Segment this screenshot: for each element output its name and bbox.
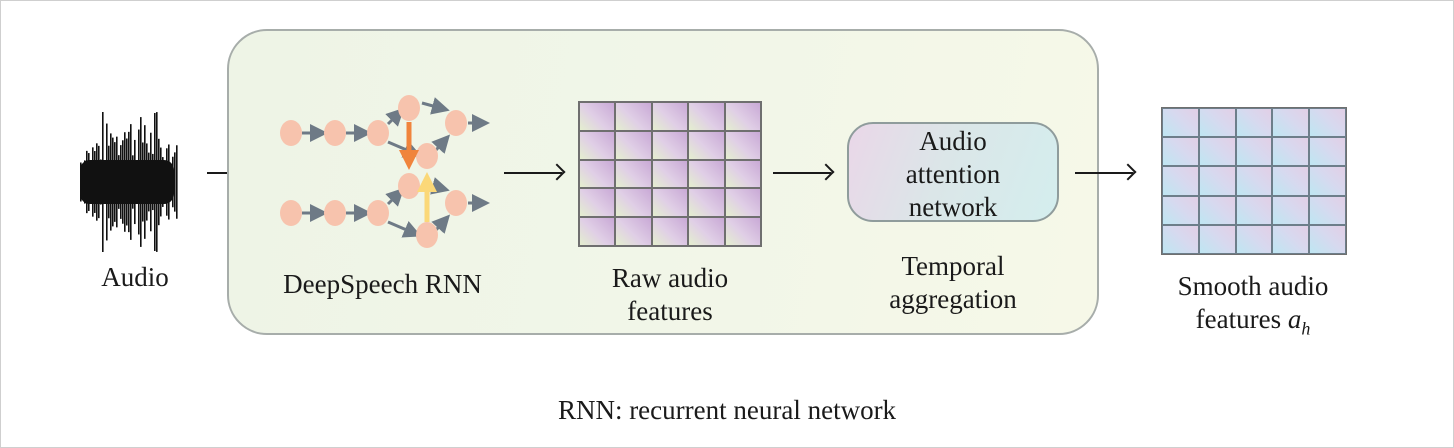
grid-cell — [688, 188, 725, 218]
rnn-graph-icon — [280, 95, 490, 248]
attention-network-box — [847, 122, 1059, 222]
smooth-line2-text: features — [1195, 304, 1282, 334]
grid-cell — [724, 159, 761, 189]
rnn-edge — [387, 140, 422, 158]
grid-cell — [724, 102, 761, 131]
grid-cell — [1198, 137, 1236, 167]
grid-cell — [651, 130, 689, 160]
rnn-node — [398, 95, 420, 121]
grid-cell — [688, 217, 725, 246]
grid-cell — [724, 130, 761, 160]
attention-line2: attention — [905, 159, 1001, 189]
rnn-edge — [387, 220, 422, 238]
temporal-line2: aggregation — [889, 284, 1017, 314]
rnn-node — [445, 110, 467, 136]
attention-line3: network — [908, 192, 998, 222]
smooth-line2: features ah — [1150, 303, 1356, 345]
waveform-icon — [80, 112, 178, 252]
raw-features-label: Raw audio features — [570, 262, 770, 328]
grid-cell — [1272, 108, 1310, 138]
waveform-core — [80, 160, 174, 204]
grid-cell — [1309, 195, 1346, 225]
grid-cell — [1272, 137, 1310, 167]
grid-cell — [688, 159, 725, 189]
grid-cell — [1162, 224, 1199, 254]
grid-cell — [579, 217, 616, 246]
grid-cell — [688, 102, 725, 131]
grid-cell — [1272, 166, 1310, 196]
rnn-node — [367, 200, 389, 226]
grid-cell — [1235, 195, 1273, 225]
rnn-node — [280, 200, 302, 226]
grid-cell — [1272, 195, 1310, 225]
grid-cell — [1235, 137, 1273, 167]
grid-cell — [579, 102, 616, 131]
grid-cell — [651, 159, 689, 189]
grid-cell — [579, 188, 616, 218]
grid-cell — [615, 188, 652, 218]
grid-cell — [1309, 224, 1346, 254]
rnn-node — [324, 200, 346, 226]
grid-cell — [1162, 137, 1199, 167]
grid-cell — [651, 102, 689, 131]
arrow-rnn-to-raw — [504, 172, 562, 174]
grid-cell — [1198, 224, 1236, 254]
grid-cell — [1309, 108, 1346, 138]
smooth-features-grid — [1161, 107, 1347, 255]
rnn-node — [416, 143, 438, 169]
grid-cell — [1309, 166, 1346, 196]
grid-cell — [615, 217, 652, 246]
grid-cell — [615, 159, 652, 189]
smooth-features-label: Smooth audio features ah — [1150, 270, 1356, 345]
grid-cell — [1198, 195, 1236, 225]
audio-label: Audio — [101, 262, 169, 292]
figure-caption: RNN: recurrent neural network — [557, 395, 897, 425]
symbol-subscript-h: h — [1301, 318, 1311, 339]
waveform-bar — [176, 145, 178, 219]
grid-cell — [724, 217, 761, 246]
rnn-edge — [385, 187, 405, 207]
grid-cell — [1198, 166, 1236, 196]
grid-cell — [1309, 137, 1346, 167]
grid-cell — [724, 188, 761, 218]
temporal-aggregation-label: Temporal aggregation — [853, 250, 1053, 316]
rnn-edge — [385, 107, 405, 127]
grid-cell — [651, 188, 689, 218]
rnn-node — [416, 222, 438, 248]
raw-features-label-line1: Raw audio — [611, 263, 729, 293]
attention-line1: Audio — [919, 126, 987, 156]
grid-cell — [1162, 166, 1199, 196]
rnn-edge — [431, 214, 451, 234]
rnn-label: DeepSpeech RNN — [283, 269, 482, 299]
arrow-raw-to-attention — [773, 172, 831, 174]
waveform-bar — [174, 152, 176, 212]
grid-cell — [579, 159, 616, 189]
grid-cell — [615, 102, 652, 131]
grid-cell — [1162, 195, 1199, 225]
grid-cell — [1272, 224, 1310, 254]
grid-cell — [688, 130, 725, 160]
grid-cell — [1162, 108, 1199, 138]
grid-cell — [1198, 108, 1236, 138]
grid-cell — [579, 130, 616, 160]
raw-features-grid — [578, 101, 762, 247]
grid-cell — [1235, 166, 1273, 196]
rnn-node — [367, 120, 389, 146]
grid-cell — [1235, 224, 1273, 254]
grid-cell — [1235, 108, 1273, 138]
raw-features-label-line2: features — [627, 296, 713, 326]
temporal-line1: Temporal — [901, 251, 1005, 281]
smooth-line1: Smooth audio — [1177, 271, 1329, 301]
grid-cell — [615, 130, 652, 160]
attention-network-text: Audio attention network — [847, 125, 1059, 224]
rnn-node — [445, 190, 467, 216]
arrow-attention-to-smooth — [1075, 172, 1133, 174]
rnn-edge — [431, 134, 451, 154]
rnn-node — [280, 120, 302, 146]
rnn-node — [398, 173, 420, 199]
rnn-node — [324, 120, 346, 146]
grid-cell — [651, 217, 689, 246]
rnn-edge — [421, 97, 450, 115]
symbol-a: a — [1287, 304, 1302, 334]
